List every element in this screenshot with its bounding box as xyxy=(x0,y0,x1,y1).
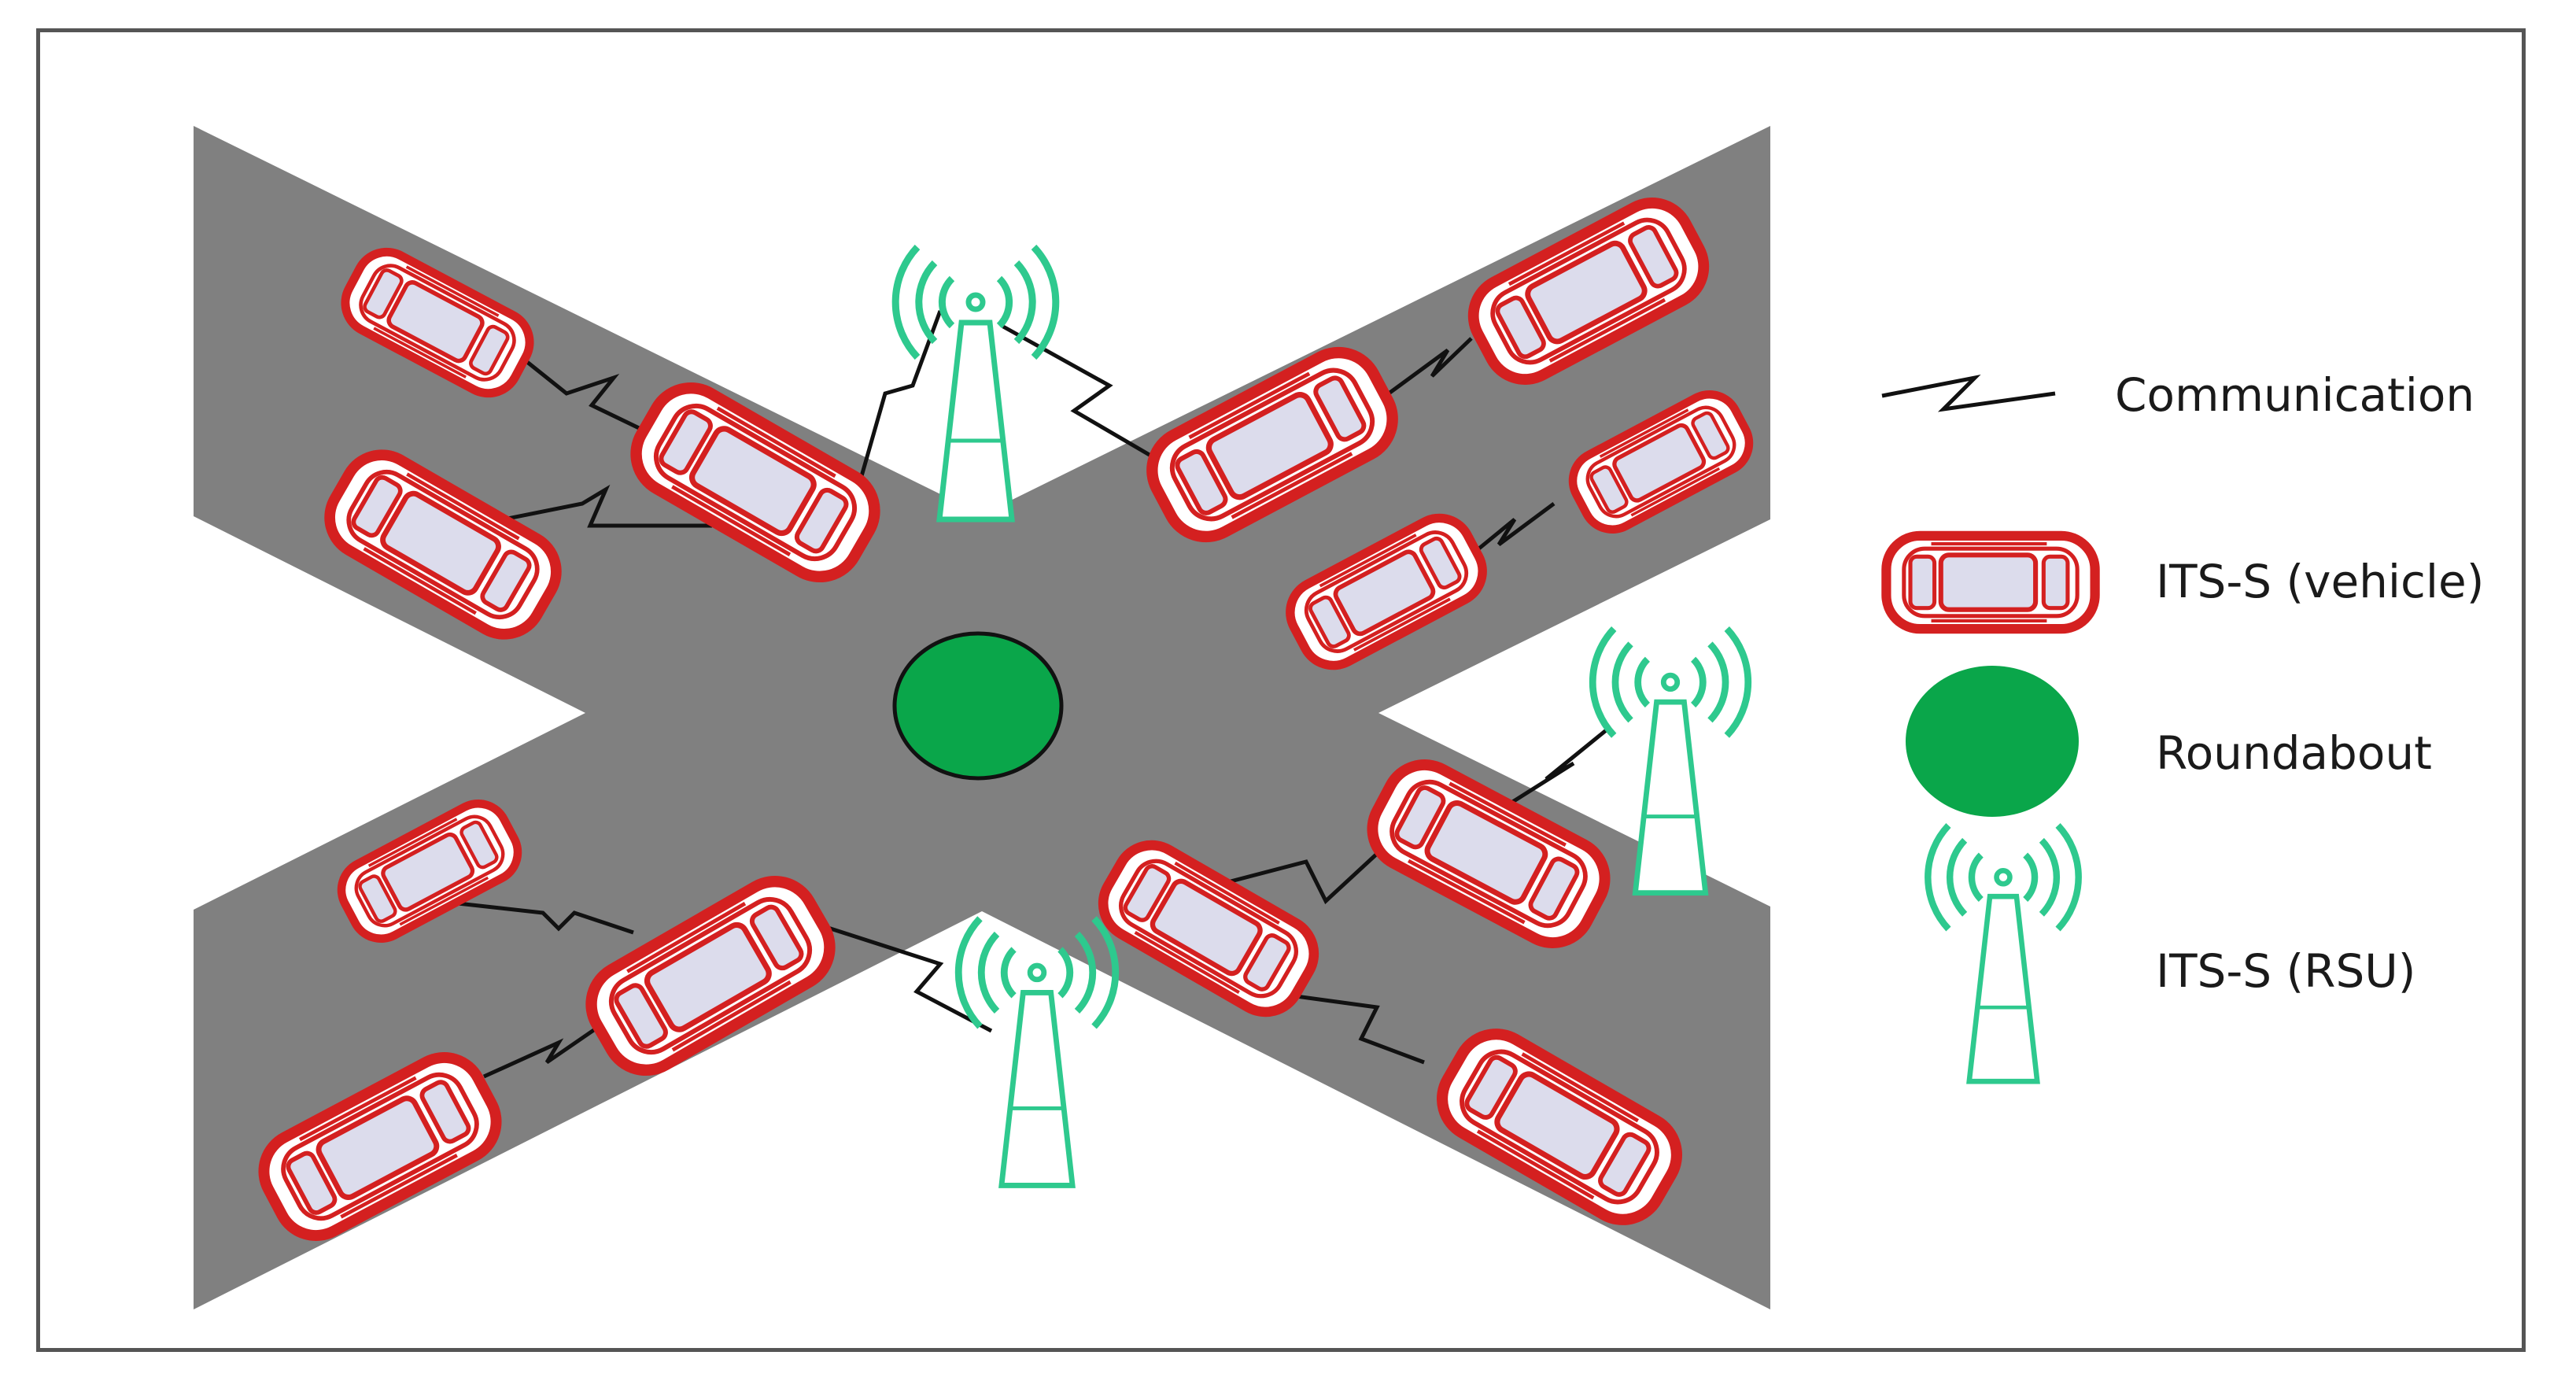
legend-roundabout-label: Roundabout xyxy=(2156,726,2432,780)
rsu xyxy=(895,247,1056,519)
rsu xyxy=(958,918,1116,1185)
legend-vehicle-label: ITS-S (vehicle) xyxy=(2156,555,2485,608)
communication-link xyxy=(495,484,712,528)
communication-link xyxy=(817,922,993,1033)
communication-link xyxy=(858,310,943,482)
roundabout xyxy=(892,631,1064,781)
communication-link xyxy=(1002,324,1174,471)
communication-link xyxy=(482,1017,611,1079)
antenna-icon xyxy=(1928,825,2078,1081)
communication-link xyxy=(1290,993,1425,1065)
communication-link xyxy=(1387,337,1473,396)
communication-link xyxy=(518,354,659,439)
circle-icon xyxy=(1906,666,2079,817)
communication-link xyxy=(1470,501,1556,556)
communication-legend-icon xyxy=(1881,374,2056,412)
communication-link xyxy=(1497,726,1611,813)
car-icon xyxy=(1886,536,2094,629)
communication-link xyxy=(436,899,634,935)
legend-rsu-label: ITS-S (RSU) xyxy=(2156,944,2416,998)
legend-communication-label: Communication xyxy=(2115,368,2475,422)
